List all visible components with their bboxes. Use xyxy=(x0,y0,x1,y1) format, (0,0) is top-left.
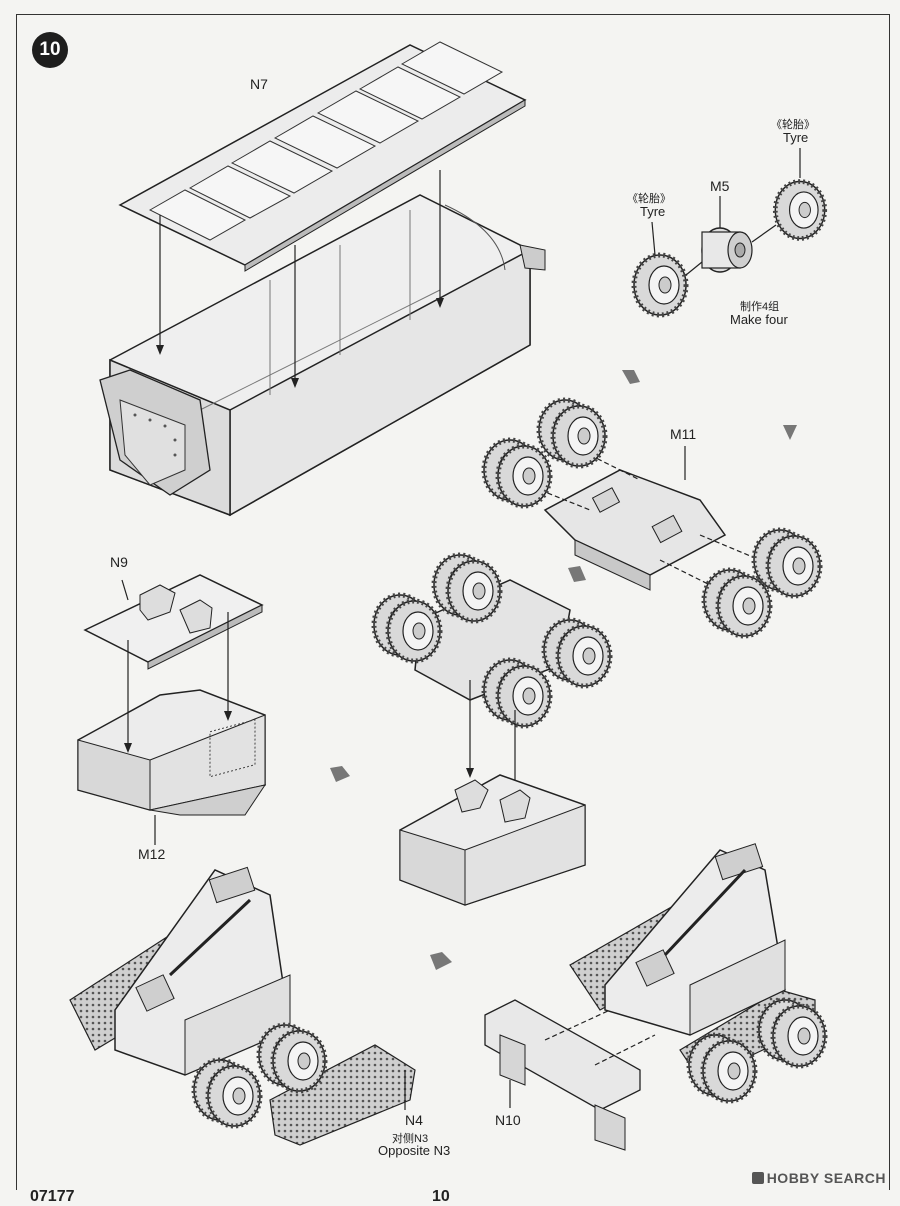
bogie-assembly xyxy=(374,555,610,906)
label-m5: M5 xyxy=(710,178,730,194)
watermark-text: HOBBY SEARCH xyxy=(766,1170,886,1186)
page-frame xyxy=(16,14,890,1190)
container-assembly xyxy=(99,41,546,517)
end-assembly-left xyxy=(69,866,416,1146)
product-code: 07177 xyxy=(30,1188,75,1205)
label-n9: N9 xyxy=(110,554,128,570)
page-number: 10 xyxy=(432,1188,450,1205)
step-number-badge: 10 xyxy=(32,32,68,68)
label-tyre-left-en: Tyre xyxy=(640,204,666,219)
label-make-four-cn: 制作4组 xyxy=(740,301,780,313)
label-m11: M11 xyxy=(670,426,697,442)
axle-assembly-m11 xyxy=(484,400,820,636)
label-opposite-n3-en: Opposite N3 xyxy=(378,1143,451,1158)
hub-m5 xyxy=(701,227,753,273)
watermark-logo-icon xyxy=(751,1172,764,1184)
label-n10: N10 xyxy=(495,1112,521,1128)
label-opposite-n3-cn: 对侧N3 xyxy=(392,1133,429,1145)
label-tyre-left-cn: 《轮胎》 xyxy=(627,193,671,205)
label-tyre-right-cn: 《轮胎》 xyxy=(771,119,815,131)
tyre-subassembly xyxy=(634,148,825,315)
flow-arrows xyxy=(330,370,797,970)
label-make-four-en: Make four xyxy=(730,312,788,327)
end-assembly-right xyxy=(484,843,825,1151)
label-n4: N4 xyxy=(405,1112,423,1128)
label-m12: M12 xyxy=(138,846,166,862)
box-m12-assembly xyxy=(77,574,267,845)
label-n7: N7 xyxy=(250,76,268,92)
label-tyre-right-en: Tyre xyxy=(783,130,809,145)
watermark: HOBBY SEARCH xyxy=(751,1170,886,1186)
